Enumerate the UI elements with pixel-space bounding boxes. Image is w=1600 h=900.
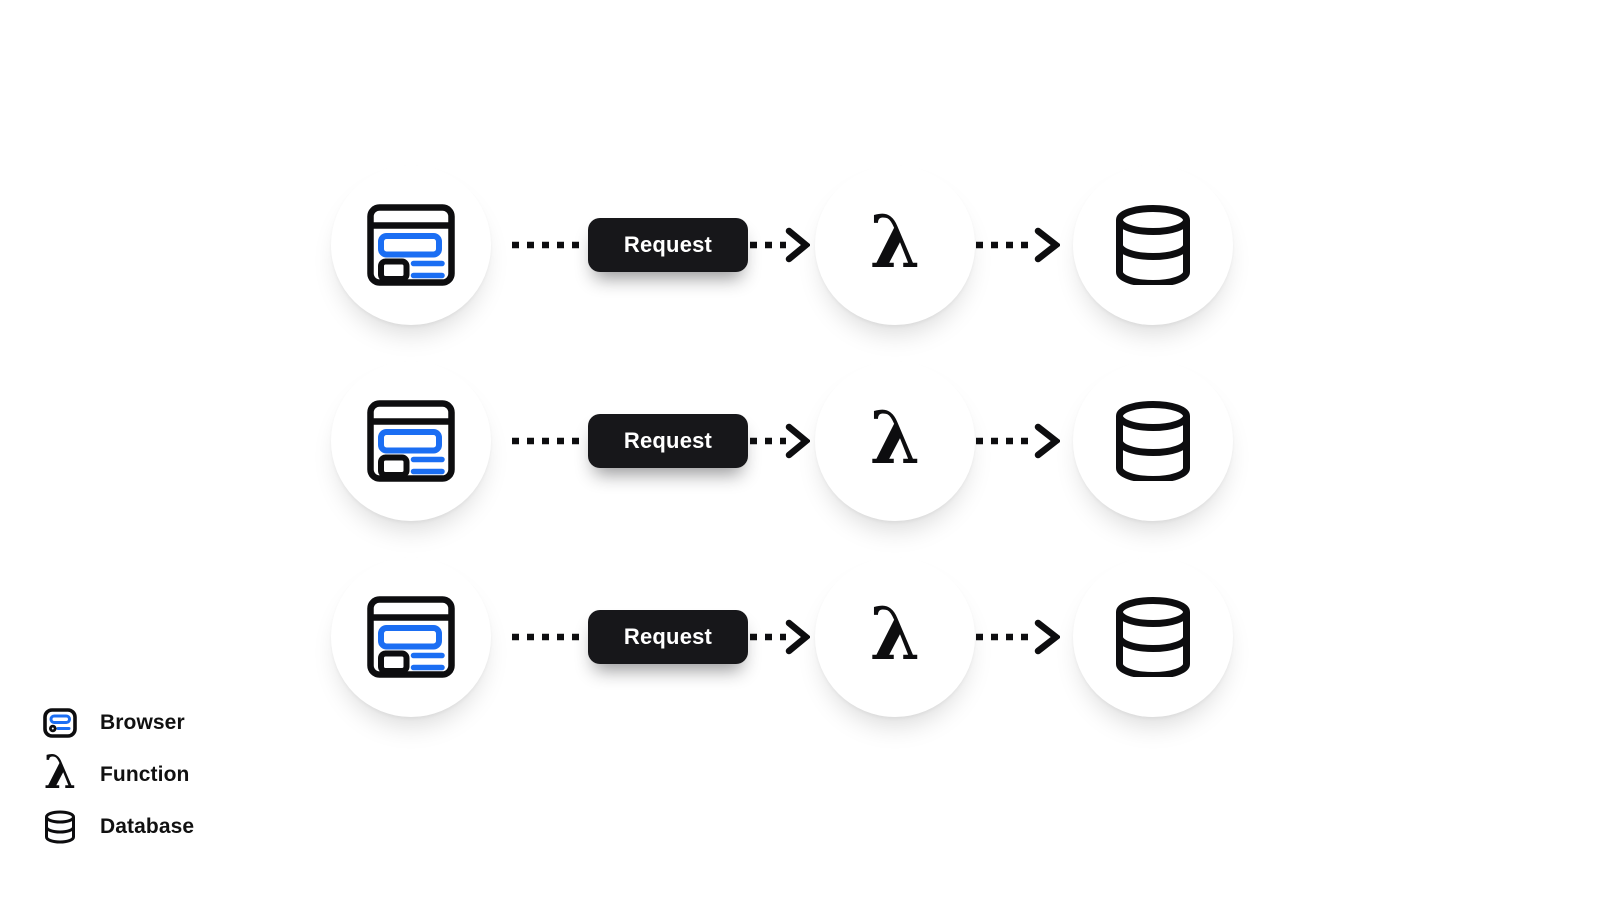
flow-row: Request λ [0, 361, 1600, 521]
database-icon [1115, 401, 1191, 481]
legend-label: Function [100, 763, 190, 786]
database-icon [42, 810, 78, 844]
lambda-icon: λ [869, 591, 921, 676]
dashed-connector [512, 631, 588, 643]
lambda-icon: λ [869, 395, 921, 480]
lambda-icon: λ [869, 199, 921, 284]
dashed-arrow-connector [976, 223, 1060, 267]
dashed-arrow-connector [750, 419, 810, 463]
request-button: Request [588, 414, 748, 468]
dashed-arrow-connector [750, 223, 810, 267]
dashed-arrow-connector [976, 419, 1060, 463]
dashed-connector [512, 435, 588, 447]
browser-icon [367, 400, 455, 482]
browser-icon [367, 596, 455, 678]
dashed-arrow-connector [750, 615, 810, 659]
legend-label: Database [100, 815, 195, 838]
database-node [1073, 165, 1233, 325]
dashed-arrow-connector [976, 615, 1060, 659]
browser-icon [367, 204, 455, 286]
flow-row: Request λ [0, 165, 1600, 325]
database-node [1073, 361, 1233, 521]
lambda-icon: λ [43, 745, 77, 800]
function-node: λ [815, 557, 975, 717]
legend-label: Browser [100, 711, 185, 734]
database-icon [1115, 205, 1191, 285]
database-icon [1115, 597, 1191, 677]
legend: Browser λ Function Database [42, 697, 194, 853]
browser-node [331, 361, 491, 521]
legend-item-function: λ Function [42, 749, 194, 801]
legend-item-browser: Browser [42, 697, 194, 749]
request-button: Request [588, 610, 748, 664]
browser-node [331, 165, 491, 325]
legend-item-database: Database [42, 801, 194, 853]
browser-node [331, 557, 491, 717]
flow-row: Request λ [0, 557, 1600, 717]
function-node: λ [815, 165, 975, 325]
request-button: Request [588, 218, 748, 272]
dashed-connector [512, 239, 588, 251]
browser-icon [42, 708, 78, 738]
database-node [1073, 557, 1233, 717]
function-node: λ [815, 361, 975, 521]
